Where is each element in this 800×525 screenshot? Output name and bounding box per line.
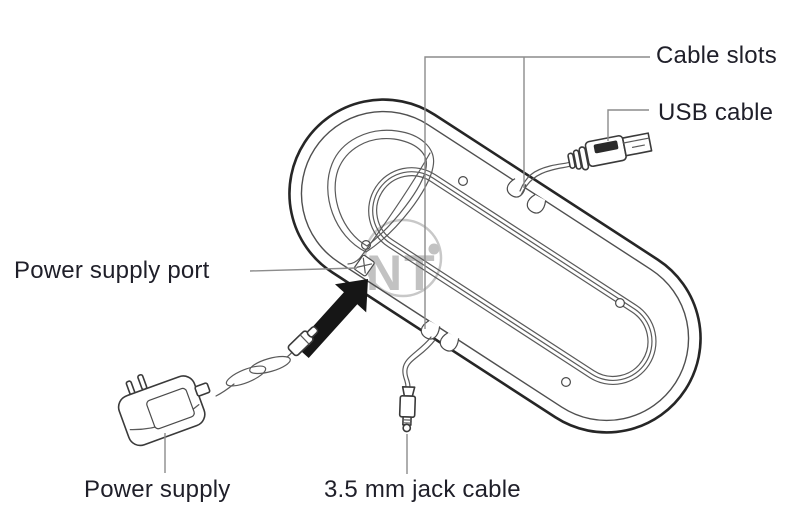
usb-connector	[567, 132, 653, 171]
power-adapter	[117, 373, 211, 447]
cable-channel	[368, 167, 657, 386]
label-usb-cable: USB cable	[658, 99, 774, 126]
usb-cable	[519, 132, 653, 196]
watermark-dot	[428, 243, 440, 255]
label-power-supply-port: Power supply port	[14, 257, 210, 284]
label-cable-slots: Cable slots	[656, 42, 777, 69]
cable-slot-top	[506, 178, 547, 214]
jack-cable	[398, 336, 436, 433]
power-cable	[215, 326, 319, 397]
leader-cable-slot-bottom	[424, 56, 650, 329]
cable-slot-bottom	[420, 320, 460, 352]
jack-plug	[398, 386, 417, 433]
device-body-fill	[289, 99, 701, 433]
dc-barrel-connector	[287, 326, 319, 357]
power-port	[353, 254, 375, 277]
watermark-letters: NT	[366, 245, 437, 301]
coiled-cable-loop	[327, 129, 435, 265]
label-power-supply: Power supply	[84, 476, 231, 503]
usb-logo-patch	[593, 140, 619, 154]
leader-lines	[164, 56, 650, 474]
device-outline	[288, 98, 702, 434]
leader-power-supply-port	[249, 267, 358, 272]
leader-usb-cable	[607, 109, 649, 141]
label-jack-cable: 3.5 mm jack cable	[324, 476, 521, 503]
